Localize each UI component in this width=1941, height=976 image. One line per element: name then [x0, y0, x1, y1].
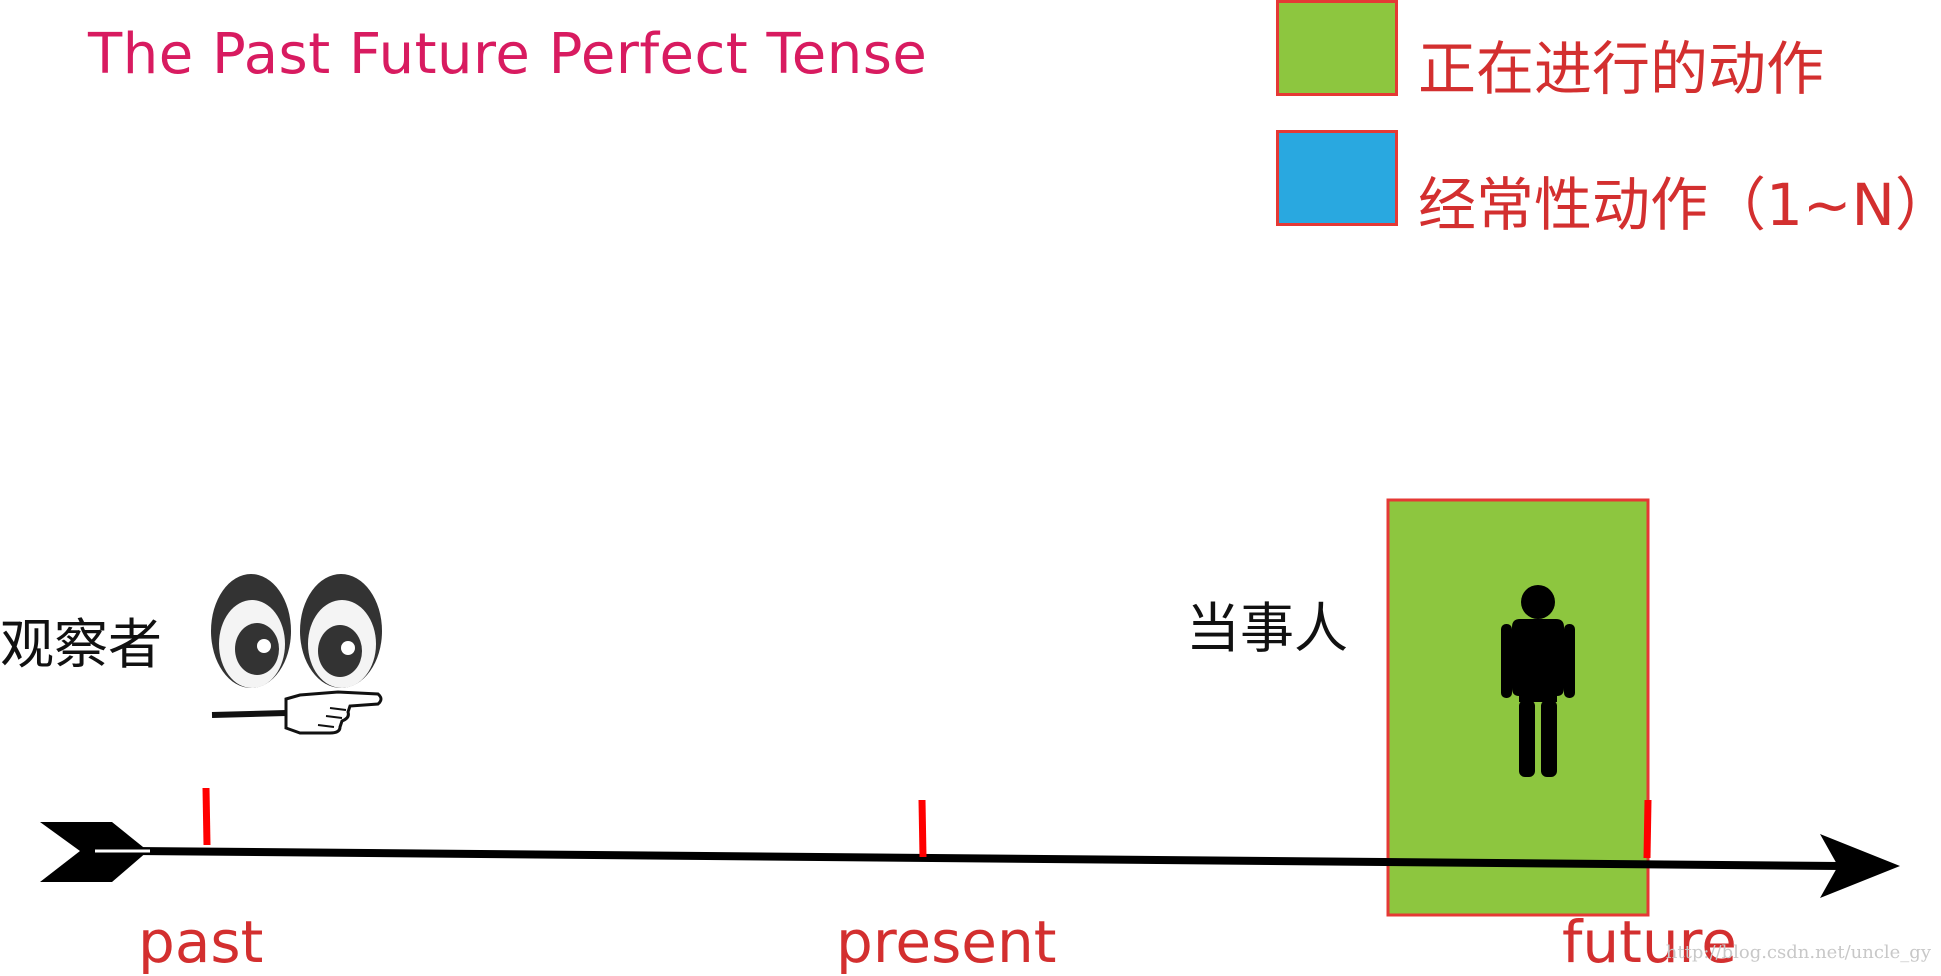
legend-label-habitual: 经常性动作（1~N）: [1418, 171, 1941, 239]
legend-swatch-ongoing: [1276, 0, 1398, 96]
tick-past: [202, 787, 211, 846]
arrow-head-icon: [1820, 834, 1900, 898]
watermark: http://blog.csdn.net/uncle_gy: [1665, 942, 1931, 963]
person-icon: [1501, 585, 1575, 777]
page-title: The Past Future Perfect Tense: [88, 22, 928, 87]
timeline-label-future: future: [1562, 908, 1737, 976]
timeline-arrow: [40, 822, 1900, 898]
timeline-label-past: past: [138, 908, 264, 976]
legend-label-ongoing: 正在进行的动作: [1418, 35, 1825, 103]
ongoing-action-box: [1386, 498, 1650, 917]
tick-future: [1643, 799, 1652, 859]
observer-label: 观察者: [0, 613, 162, 676]
pointing-hand-icon: [211, 690, 383, 735]
tick-present: [918, 799, 927, 858]
eyes-icon: [211, 574, 382, 688]
timeline-label-present: present: [836, 908, 1057, 976]
subject-label: 当事人: [1186, 597, 1348, 660]
legend-swatch-habitual: [1276, 130, 1398, 226]
arrow-fletching-icon: [40, 822, 148, 882]
